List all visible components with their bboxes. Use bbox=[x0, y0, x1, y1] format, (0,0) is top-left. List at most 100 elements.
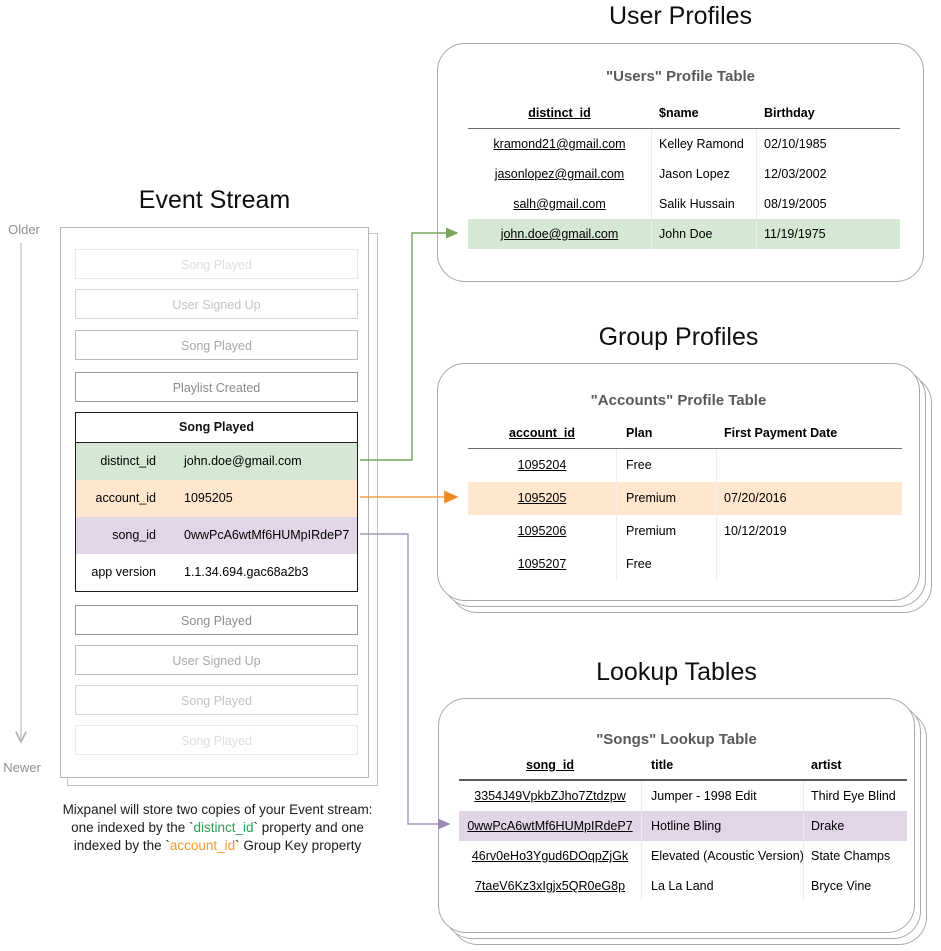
column-header: Plan bbox=[626, 426, 653, 440]
property-value: 1095205 bbox=[184, 491, 233, 505]
newer-label: Newer bbox=[3, 760, 41, 775]
cell-first-payment bbox=[716, 548, 902, 581]
cell-account-id: 1095206 bbox=[517, 524, 567, 538]
column-header: First Payment Date bbox=[724, 426, 838, 440]
users-table-title: "Users" Profile Table bbox=[606, 68, 755, 85]
property-row-account-id: account_id 1095205 bbox=[76, 480, 357, 517]
column-header: Birthday bbox=[764, 106, 815, 120]
cell-first-payment bbox=[716, 449, 902, 482]
users-table-header: distinct_id $name Birthday bbox=[468, 99, 900, 128]
property-value: 1.1.34.694.gac68a2b3 bbox=[184, 565, 309, 579]
cell-song-id: 3354J49VpkbZJho7Ztdzpw bbox=[474, 789, 626, 803]
event-stream-title: Event Stream bbox=[138, 186, 291, 214]
user-profiles-card: "Users" Profile Table distinct_id $name … bbox=[437, 43, 924, 282]
caption-line2-pre: one indexed by the ` bbox=[71, 820, 194, 835]
cell-first-payment: 10/12/2019 bbox=[724, 524, 787, 538]
table-row: jasonlopez@gmail.com Jason Lopez 12/03/2… bbox=[468, 159, 900, 189]
caption: Mixpanel will store two copies of your E… bbox=[25, 801, 410, 855]
table-row: 7taeV6Kz3xIgjx5QR0eG8p La La Land Bryce … bbox=[459, 871, 907, 901]
table-row: salh@gmail.com Salik Hussain 08/19/2005 bbox=[468, 189, 900, 219]
column-separator bbox=[616, 449, 617, 581]
cell-artist: Bryce Vine bbox=[811, 879, 872, 893]
lookup-tables-title: Lookup Tables bbox=[596, 658, 757, 686]
cell-birthday: 11/19/1975 bbox=[764, 227, 826, 241]
header-separator bbox=[468, 448, 902, 449]
cell-plan: Premium bbox=[626, 491, 677, 505]
table-row-highlighted-orange: 1095205 Premium 07/20/2016 bbox=[468, 482, 902, 515]
event-stream-container: Song Played User Signed Up Song Played P… bbox=[60, 227, 369, 778]
column-header: title bbox=[651, 758, 674, 772]
cell-title: Hotline Bling bbox=[651, 819, 722, 833]
header-separator bbox=[459, 779, 907, 781]
cell-song-id: 7taeV6Kz3xIgjx5QR0eG8p bbox=[474, 879, 626, 893]
cell-title: Elevated (Acoustic Version) bbox=[651, 849, 804, 863]
cell-song-id: 46rv0eHo3Ygud6DOqpZjGk bbox=[471, 849, 629, 863]
cell-birthday: 08/19/2005 bbox=[764, 197, 827, 211]
property-key: account_id bbox=[95, 491, 156, 505]
user-profiles-title: User Profiles bbox=[608, 2, 753, 30]
cell-distinct-id: kramond21@gmail.com bbox=[493, 137, 626, 151]
event-box: Song Played bbox=[75, 330, 358, 360]
column-separator bbox=[756, 129, 757, 249]
event-box: Song Played bbox=[75, 725, 358, 755]
event-box: Song Played bbox=[75, 249, 358, 279]
lookup-tables-card: "Songs" Lookup Table song_id title artis… bbox=[438, 698, 915, 933]
column-header: $name bbox=[659, 106, 699, 120]
cell-artist: Third Eye Blind bbox=[811, 789, 896, 803]
cell-name: Jason Lopez bbox=[659, 167, 730, 181]
cell-name: Kelley Ramond bbox=[659, 137, 744, 151]
older-label: Older bbox=[8, 222, 40, 237]
column-separator bbox=[651, 129, 652, 249]
table-row: 3354J49VpkbZJho7Ztdzpw Jumper - 1998 Edi… bbox=[459, 781, 907, 811]
users-table: distinct_id $name Birthday kramond21@gma… bbox=[468, 99, 900, 249]
cell-birthday: 02/10/1985 bbox=[764, 137, 827, 151]
table-row: 1095206 Premium 10/12/2019 bbox=[468, 515, 902, 548]
songs-table: song_id title artist 3354J49VpkbZJho7Ztd… bbox=[459, 754, 907, 901]
column-separator bbox=[803, 781, 804, 901]
column-header: account_id bbox=[509, 426, 575, 440]
event-box: Playlist Created bbox=[75, 372, 358, 402]
cell-first-payment: 07/20/2016 bbox=[724, 491, 787, 505]
table-row-highlighted-green: john.doe@gmail.com John Doe 11/19/1975 bbox=[468, 219, 900, 249]
group-profiles-card: "Accounts" Profile Table account_id Plan… bbox=[437, 363, 920, 601]
column-separator bbox=[716, 449, 717, 581]
songs-table-title: "Songs" Lookup Table bbox=[596, 731, 757, 748]
property-key: distinct_id bbox=[100, 454, 156, 468]
table-row: 1095207 Free bbox=[468, 548, 902, 581]
cell-distinct-id: jasonlopez@gmail.com bbox=[494, 167, 625, 181]
accounts-table-header: account_id Plan First Payment Date bbox=[468, 419, 902, 448]
column-header: distinct_id bbox=[528, 106, 591, 120]
column-header: artist bbox=[811, 758, 842, 772]
caption-account-id-code: account_id bbox=[169, 838, 236, 853]
cell-plan: Premium bbox=[626, 524, 677, 538]
cell-title: La La Land bbox=[651, 879, 714, 893]
caption-line3-post: ` Group Key property bbox=[235, 838, 362, 853]
cell-account-id: 1095204 bbox=[517, 458, 567, 472]
event-box: User Signed Up bbox=[75, 289, 358, 319]
cell-account-id: 1095205 bbox=[517, 491, 567, 505]
property-row-app-version: app version 1.1.34.694.gac68a2b3 bbox=[76, 554, 357, 591]
group-profiles-title: Group Profiles bbox=[598, 323, 759, 351]
cell-song-id: 0wwPcA6wtMf6HUMpIRdeP7 bbox=[467, 819, 633, 833]
table-row: kramond21@gmail.com Kelley Ramond 02/10/… bbox=[468, 129, 900, 159]
songs-table-header: song_id title artist bbox=[459, 754, 907, 779]
cell-artist: State Champs bbox=[811, 849, 891, 863]
cell-name: John Doe bbox=[659, 227, 713, 241]
property-value: john.doe@gmail.com bbox=[184, 454, 302, 468]
cell-plan: Free bbox=[626, 557, 652, 571]
property-row-song-id: song_id 0wwPcA6wtMf6HUMpIRdeP7 bbox=[76, 517, 357, 554]
active-event-card: Song Played distinct_id john.doe@gmail.c… bbox=[75, 412, 358, 592]
caption-line3-pre: indexed by the ` bbox=[73, 838, 170, 853]
table-row-highlighted-purple: 0wwPcA6wtMf6HUMpIRdeP7 Hotline Bling Dra… bbox=[459, 811, 907, 841]
property-key: song_id bbox=[112, 528, 156, 542]
caption-line2-post: ` property and one bbox=[253, 820, 364, 835]
header-separator bbox=[468, 128, 900, 129]
caption-line1: Mixpanel will store two copies of your E… bbox=[62, 802, 373, 817]
event-box: User Signed Up bbox=[75, 645, 358, 675]
cell-account-id: 1095207 bbox=[517, 557, 567, 571]
column-header: song_id bbox=[526, 758, 574, 772]
event-box: Song Played bbox=[75, 605, 358, 635]
cell-distinct-id: salh@gmail.com bbox=[513, 197, 606, 211]
cell-title: Jumper - 1998 Edit bbox=[651, 789, 757, 803]
